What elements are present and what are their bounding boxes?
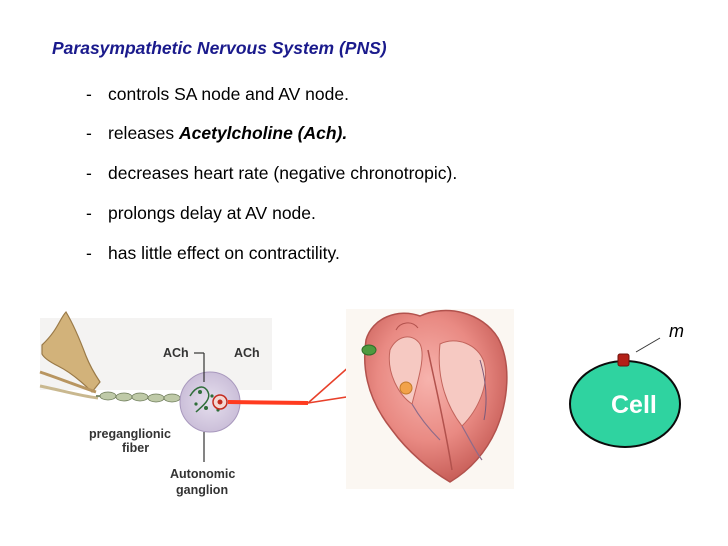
preganglionic-neuron-body [39,311,101,400]
bullet-text: decreases heart rate (negative chronotro… [108,163,458,183]
bullet-item: -controls SA node and AV node. [86,84,349,105]
ganglion-label: ganglion [176,483,228,497]
receptor-marker [617,353,630,367]
target-cell: Cell [569,360,681,448]
bullet-dash: - [86,203,92,223]
bullet-item: -prolongs delay at AV node. [86,203,316,224]
page-title: Parasympathetic Nervous System (PNS) [52,38,387,58]
bullet-dash: - [86,123,92,143]
bullet-dash: - [86,243,92,263]
bullet-emphasis: Acetylcholine (Ach). [179,123,348,143]
m-label: m [669,321,684,341]
ach-label-postganglionic: ACh [234,346,260,360]
bullet-text: controls SA node and AV node. [108,84,349,104]
bullet-item: -releases Acetylcholine (Ach). [86,123,347,144]
receptor-pointer-line [635,337,661,353]
bullet-item: -decreases heart rate (negative chronotr… [86,163,457,184]
bullet-text: prolongs delay at AV node. [108,203,316,223]
bullet-text: has little effect on contractility. [108,243,340,263]
bullet-dash: - [86,84,92,104]
autonomic-ganglion [179,371,241,433]
preganglionic-label: preganglionic [89,427,171,441]
fiber-label: fiber [122,441,149,455]
ach-label-preganglionic: ACh [163,346,189,360]
heart-illustration [346,309,514,489]
autonomic-label: Autonomic [170,467,235,481]
bullet-dash: - [86,163,92,183]
cell-label: Cell [611,391,657,419]
bullet-item: -has little effect on contractility. [86,243,340,264]
bullet-text: releases [108,123,180,143]
